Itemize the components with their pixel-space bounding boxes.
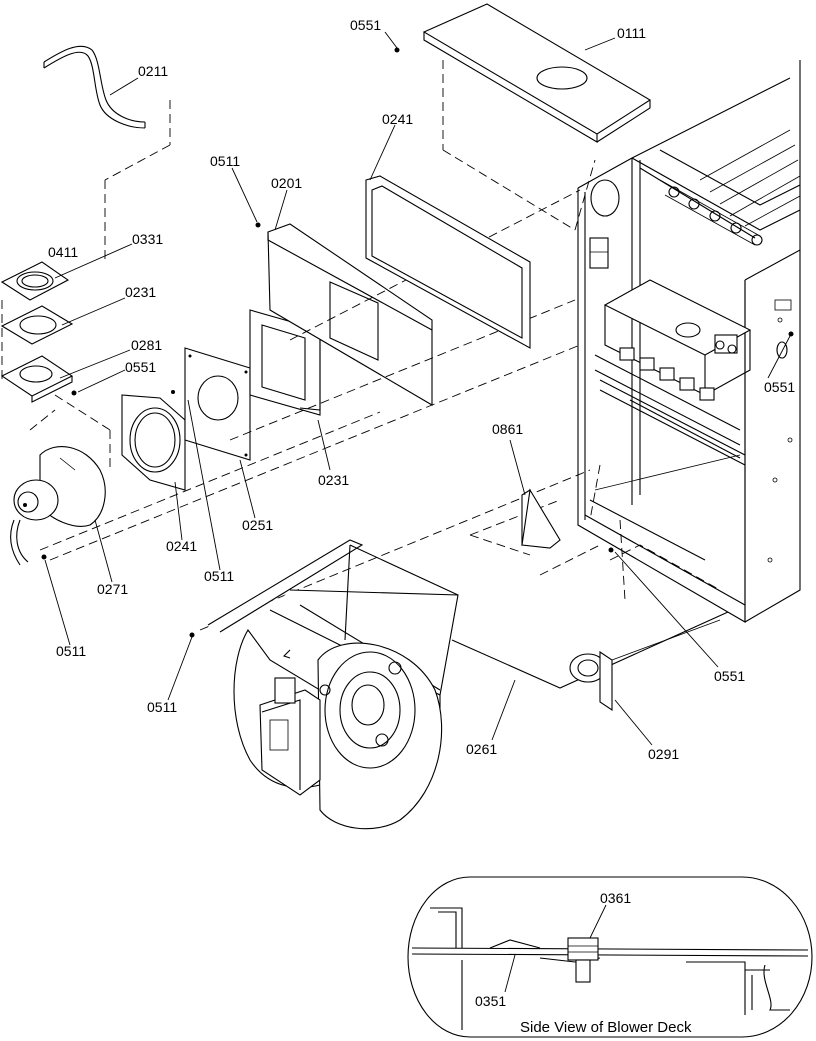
label-0331: 0331 bbox=[132, 231, 163, 247]
label-0551-b: 0551 bbox=[125, 359, 156, 375]
label-0261: 0261 bbox=[466, 741, 497, 757]
gasket-0241-lower bbox=[121, 394, 186, 491]
label-0551-c: 0551 bbox=[764, 379, 795, 395]
plate-0281 bbox=[0, 300, 111, 470]
screw-0511-d bbox=[189, 632, 195, 638]
screws bbox=[41, 47, 794, 638]
label-0511-d: 0511 bbox=[147, 699, 177, 715]
label-0411: 0411 bbox=[48, 244, 78, 260]
part-labels: 0551 0111 0211 0241 0511 0201 0411 0331 … bbox=[48, 17, 795, 762]
pressure-tube-0211 bbox=[43, 45, 171, 260]
label-0241-lower: 0241 bbox=[166, 538, 197, 554]
label-0111: 0111 bbox=[617, 25, 646, 41]
label-0231-center: 0231 bbox=[318, 472, 349, 488]
label-0211: 0211 bbox=[138, 63, 168, 79]
screw-0551-top bbox=[394, 47, 400, 53]
furnace-cabinet bbox=[577, 60, 801, 623]
gasket-0411-0331 bbox=[0, 261, 70, 301]
inducer-blower-0271 bbox=[10, 446, 106, 566]
screw-0511-c bbox=[41, 554, 47, 560]
gasket-0231-left bbox=[0, 305, 74, 345]
top-panel-0111 bbox=[422, 3, 652, 231]
label-0551-d: 0551 bbox=[714, 668, 745, 684]
panel-0251 bbox=[184, 347, 251, 461]
label-0511-a: 0511 bbox=[210, 153, 240, 169]
screw-0551-c bbox=[788, 331, 794, 337]
label-0361: 0361 bbox=[600, 890, 631, 906]
screw-0511-a bbox=[255, 222, 261, 228]
inset-caption: Side View of Blower Deck bbox=[520, 1019, 692, 1036]
label-0231-left: 0231 bbox=[125, 284, 156, 300]
screw-0511-b bbox=[171, 390, 175, 394]
label-0251: 0251 bbox=[242, 517, 273, 533]
blower-deck-0261 bbox=[451, 611, 729, 689]
label-0291: 0291 bbox=[648, 746, 679, 762]
screw-0551-b bbox=[71, 390, 77, 396]
gasket-0241-top bbox=[365, 175, 531, 349]
label-0201: 0201 bbox=[271, 175, 302, 191]
panel-0231-center bbox=[249, 309, 321, 416]
label-0351: 0351 bbox=[475, 993, 506, 1009]
label-0241-top: 0241 bbox=[382, 111, 413, 127]
label-0861: 0861 bbox=[492, 421, 523, 437]
inset-side-view: 0361 0351 Side View of Blower Deck bbox=[407, 876, 813, 1038]
label-0271: 0271 bbox=[97, 581, 128, 597]
screw-0551-d bbox=[608, 547, 614, 553]
blower-assembly bbox=[207, 539, 459, 830]
label-0551-top: 0551 bbox=[350, 17, 381, 33]
label-0511-b: 0511 bbox=[204, 568, 234, 584]
leader-lines bbox=[44, 31, 791, 746]
label-0511-c: 0511 bbox=[56, 643, 86, 659]
pressure-switch-0291 bbox=[569, 619, 721, 712]
label-0281: 0281 bbox=[131, 337, 162, 353]
bracket-0861 bbox=[521, 488, 561, 549]
